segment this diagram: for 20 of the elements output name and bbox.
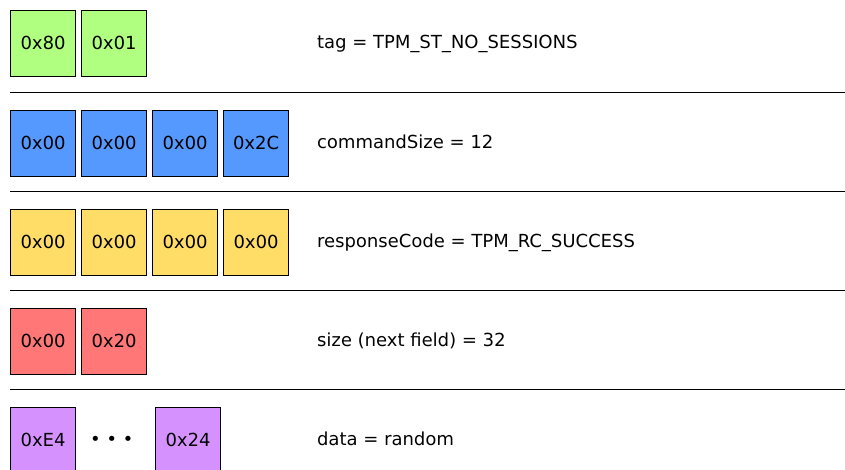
- byte-box: 0x00: [10, 110, 76, 177]
- byte-box: 0x20: [81, 308, 147, 375]
- byte-box: 0x00: [152, 110, 218, 177]
- field-description: data = random: [317, 429, 454, 451]
- byte-box: 0xE4: [10, 407, 76, 470]
- byte-box: 0x00: [10, 308, 76, 375]
- byte-box: 0x00: [223, 209, 289, 276]
- byte-box: 0x01: [81, 10, 147, 77]
- ellipsis-dots: • • •: [90, 429, 134, 451]
- byte-box: 0x00: [152, 209, 218, 276]
- field-description: tag = TPM_ST_NO_SESSIONS: [317, 32, 578, 54]
- field-description: responseCode = TPM_RC_SUCCESS: [317, 231, 635, 253]
- byte-box: 0x00: [81, 110, 147, 177]
- byte-box: 0x00: [10, 209, 76, 276]
- byte-box: 0x2C: [223, 110, 289, 177]
- byte-box: 0x80: [10, 10, 76, 77]
- field-description: commandSize = 12: [317, 132, 494, 154]
- byte-box: 0x00: [81, 209, 147, 276]
- field-description: size (next field) = 32: [317, 330, 506, 352]
- byte-box: 0x24: [155, 407, 221, 470]
